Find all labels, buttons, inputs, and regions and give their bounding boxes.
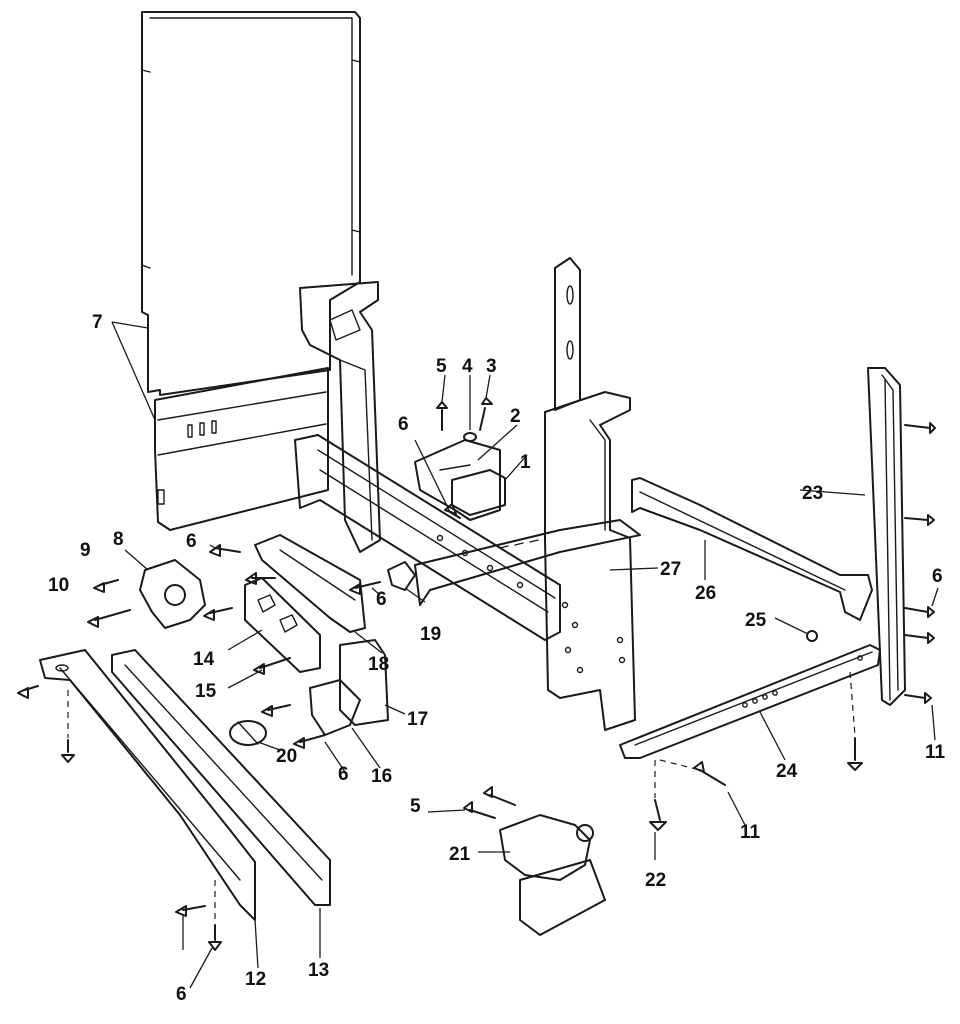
callout-1: 1 — [520, 452, 531, 473]
callout-26: 26 — [695, 583, 716, 604]
callout-7: 7 — [92, 312, 103, 333]
callout-19: 19 — [420, 624, 441, 645]
part-24-bottom-rail — [619, 644, 881, 759]
callout-6-left: 6 — [186, 531, 197, 552]
callout-24: 24 — [776, 761, 798, 782]
callout-15: 15 — [195, 681, 217, 702]
callout-5-lower: 5 — [410, 796, 421, 817]
part-18-cover — [254, 534, 366, 633]
callout-11-lower: 11 — [740, 822, 761, 843]
callout-20: 20 — [276, 746, 297, 767]
leader-lines — [111, 321, 939, 989]
callout-13: 13 — [308, 960, 329, 981]
fasteners — [17, 397, 936, 951]
assembly-lines — [67, 671, 856, 924]
part-13-angle-rail — [111, 649, 331, 906]
callout-16: 16 — [371, 766, 392, 787]
callout-12: 12 — [245, 969, 266, 990]
callout-21: 21 — [449, 844, 471, 865]
callout-18: 18 — [368, 654, 389, 675]
part-21-valve — [499, 814, 606, 936]
callout-6-bottom: 6 — [176, 984, 187, 1005]
part-17-plate — [339, 639, 389, 726]
callout-3: 3 — [486, 356, 497, 377]
callout-11-right: 11 — [925, 742, 946, 763]
callout-14: 14 — [193, 649, 215, 670]
callout-6-mid: 6 — [376, 589, 387, 610]
callout-10: 10 — [48, 575, 69, 596]
callout-17: 17 — [407, 709, 428, 730]
part-14-terminal-block — [244, 577, 321, 673]
callout-22: 22 — [645, 870, 666, 891]
long-cross-rail — [294, 434, 561, 641]
callout-5-upper: 5 — [436, 356, 447, 377]
callout-6-upper: 6 — [398, 414, 409, 435]
callout-9: 9 — [80, 540, 91, 561]
callout-27: 27 — [660, 559, 681, 580]
callout-6-right: 6 — [932, 566, 943, 587]
callout-2: 2 — [510, 406, 521, 427]
part-27-side-bracket — [544, 391, 636, 731]
callout-6-lower-mid: 6 — [338, 764, 349, 785]
callout-8: 8 — [113, 529, 124, 550]
left-vertical-bracket — [299, 281, 381, 553]
part-20-wire-tie — [229, 720, 267, 746]
part-16-clip — [309, 679, 361, 736]
part-1-block — [451, 469, 506, 516]
right-tall-post — [554, 257, 581, 411]
part-12-angle-rail — [39, 649, 256, 921]
callout-23: 23 — [802, 483, 823, 504]
callouts: 1 2 3 4 5 5 6 6 6 6 6 6 7 8 9 10 11 11 1… — [48, 312, 946, 1005]
callout-25: 25 — [745, 610, 767, 631]
part-19-latch — [387, 561, 416, 591]
callout-4: 4 — [462, 356, 473, 377]
part-7-rear-panel — [141, 11, 361, 531]
part-23-right-rail — [867, 367, 906, 706]
part-8-switch — [139, 559, 206, 629]
horizontal-slotted-rail — [414, 519, 641, 606]
part-26-diagonal-brace — [631, 477, 873, 621]
